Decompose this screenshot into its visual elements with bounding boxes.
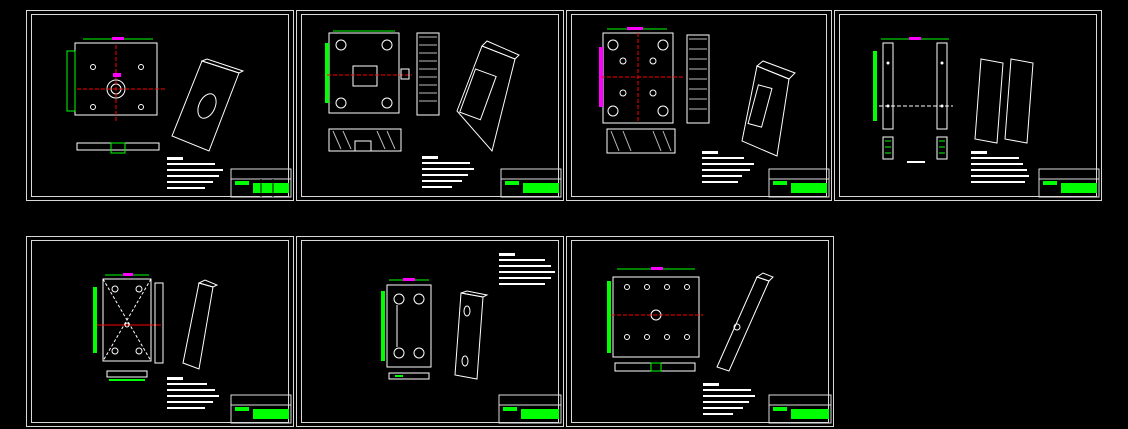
drawing-sheet-5[interactable] xyxy=(26,236,294,427)
drawing-sheet-7[interactable] xyxy=(566,236,834,427)
plate-drawing-3 xyxy=(599,27,830,198)
plate-drawing-2 xyxy=(325,30,562,198)
plate-drawing-4 xyxy=(873,37,1100,198)
plate-drawing-1 xyxy=(66,37,292,198)
drawing-sheet-2[interactable] xyxy=(296,10,564,201)
drawing-sheet-3[interactable] xyxy=(566,10,832,201)
drawing-sheet-1[interactable] xyxy=(26,10,294,201)
plate-drawing-5 xyxy=(93,273,292,424)
plate-drawing-7 xyxy=(607,267,832,424)
drawing-sheet-6[interactable] xyxy=(296,236,564,427)
drawing-sheet-4[interactable] xyxy=(834,10,1102,201)
plate-drawing-6 xyxy=(381,253,562,424)
